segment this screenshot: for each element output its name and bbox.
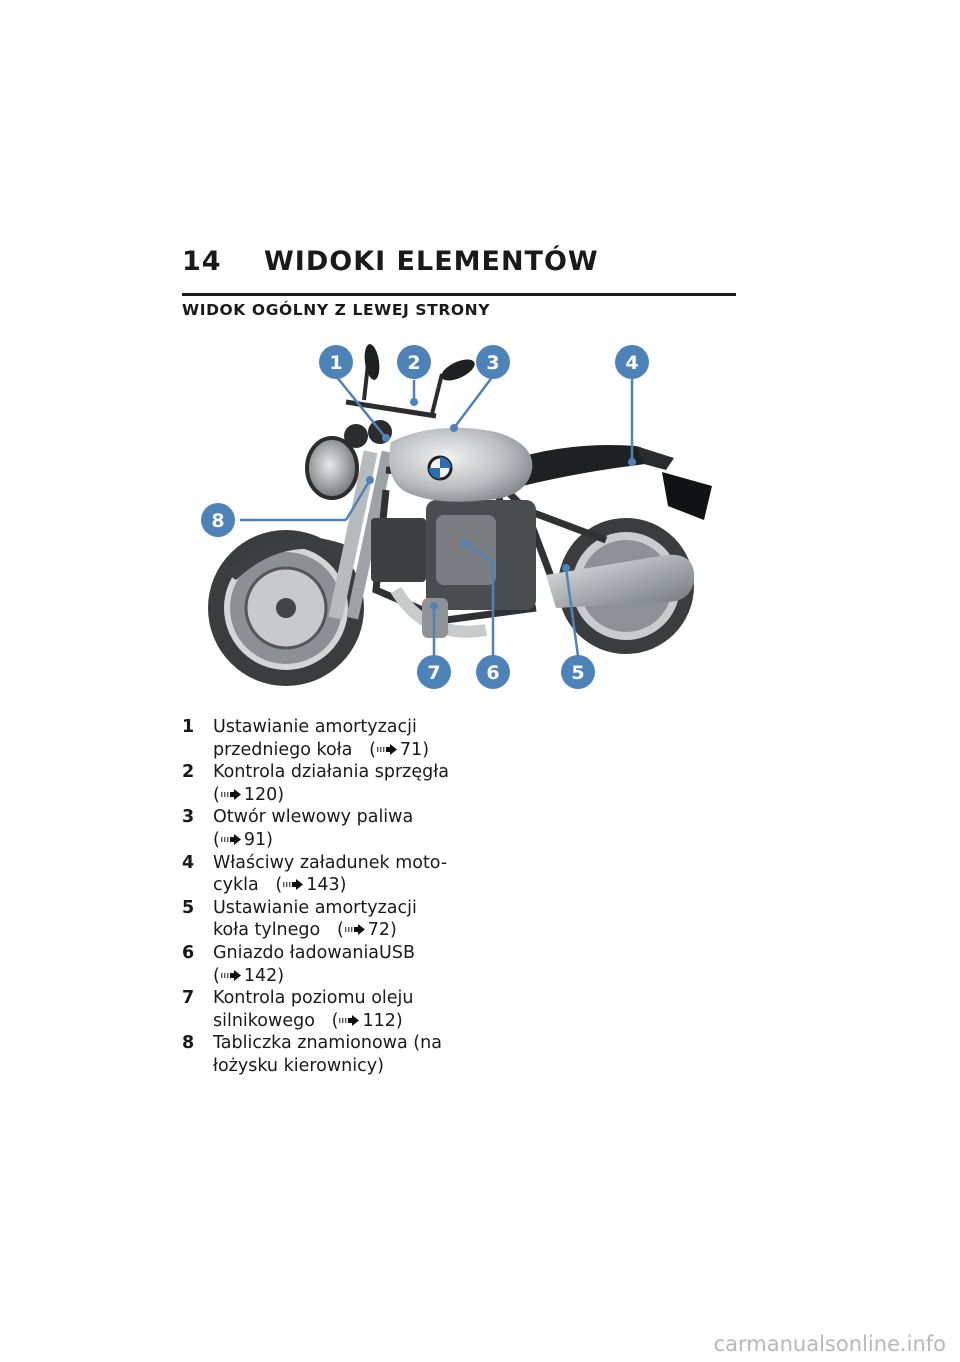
svg-text:8: 8 <box>211 510 224 532</box>
watermark: carmanualsonline.info <box>713 1332 946 1356</box>
callout-1: 1 <box>319 345 353 379</box>
legend-number: 7 <box>182 988 195 1009</box>
svg-text:4: 4 <box>625 352 638 374</box>
legend-text: Ustawianie amortyzacji <box>213 717 417 737</box>
legend-item-7: 7 Kontrola poziomu oleju silnikowego (11… <box>182 987 482 1032</box>
legend-number: 1 <box>182 717 195 737</box>
page-reference-arrow-icon <box>339 1014 360 1026</box>
chapter-title: WIDOKI ELEMENTÓW <box>264 246 599 277</box>
page-reference[interactable]: (112) <box>320 1010 403 1031</box>
left-mirror <box>364 344 380 380</box>
headlight <box>305 436 359 500</box>
svg-text:1: 1 <box>329 352 342 374</box>
legend-item-3: 3 Otwór wlewowy paliwa (91) <box>182 806 482 851</box>
legend-text: Otwór wlewowy paliwa <box>213 807 414 828</box>
svg-text:7: 7 <box>427 662 440 684</box>
legend-text: cykla <box>213 875 259 896</box>
legend-number: 4 <box>182 852 195 873</box>
legend-text: Ustawianie amortyzacji <box>213 897 417 918</box>
fuel-tank <box>389 427 533 502</box>
page-reference[interactable]: (72) <box>325 920 397 941</box>
right-mirror <box>441 359 475 381</box>
component-legend: 1 Ustawianie amortyzacji przedniego koła… <box>182 716 482 1078</box>
legend-text: silnikowego <box>213 1010 315 1031</box>
page-reference-number: 112) <box>362 1010 403 1031</box>
svg-text:6: 6 <box>486 662 499 684</box>
legend-text: łożysku kierownicy) <box>213 1055 384 1076</box>
legend-number: 3 <box>182 807 195 828</box>
callout-2: 2 <box>397 345 431 379</box>
legend-item-1: 1 Ustawianie amortyzacji przedniego koła… <box>182 716 482 761</box>
legend-item-2: 2 Kontrola działania sprzęgła (120) <box>182 761 482 806</box>
legend-item-4: 4 Właściwy załadunek moto- cykla (143) <box>182 852 482 897</box>
page-reference[interactable]: (71) <box>357 739 430 760</box>
page-reference-number: 142) <box>243 965 285 986</box>
license-plate <box>662 472 712 520</box>
motorcycle-illustration: 1 2 3 4 5 6 7 8 <box>201 344 712 689</box>
page-reference-number: 120) <box>243 784 285 805</box>
legend-text: Kontrola poziomu oleju <box>213 988 414 1009</box>
legend-text: Właściwy załadunek moto- <box>213 852 448 873</box>
callout-7: 7 <box>417 655 451 689</box>
page-reference[interactable]: (143) <box>264 875 347 896</box>
callout-5: 5 <box>561 655 595 689</box>
page-reference[interactable]: (120) <box>213 784 285 805</box>
callout-3: 3 <box>476 345 510 379</box>
page-reference-arrow-icon <box>344 924 365 936</box>
page-number: 14 <box>182 246 222 277</box>
page-reference-arrow-icon <box>220 969 241 981</box>
svg-text:2: 2 <box>407 352 420 374</box>
page-reference-number: 91) <box>243 829 273 850</box>
page-reference-number: 143) <box>306 875 347 896</box>
page-reference-number: 71) <box>399 739 430 760</box>
legend-text: Gniazdo ładowaniaUSB <box>213 942 415 963</box>
page-reference-number: 72) <box>367 920 397 941</box>
legend-number: 2 <box>182 762 195 783</box>
page-reference-arrow-icon <box>220 788 241 800</box>
section-title: WIDOK OGÓLNY Z LEWEJ STRONY <box>182 301 491 319</box>
legend-text: przedniego koła <box>213 739 353 760</box>
page-reference-arrow-icon <box>283 879 304 891</box>
callout-8: 8 <box>201 503 235 537</box>
legend-text: koła tylnego <box>213 920 321 941</box>
page-reference-arrow-icon <box>220 833 241 845</box>
legend-text: Tabliczka znamionowa (na <box>213 1033 442 1054</box>
legend-item-8: 8 Tabliczka znamionowa (na łożysku kiero… <box>182 1032 482 1077</box>
legend-text: Kontrola działania sprzęgła <box>213 762 449 783</box>
page-reference[interactable]: (91) <box>213 829 273 850</box>
header-rule <box>182 293 736 296</box>
legend-number: 5 <box>182 897 195 918</box>
legend-number: 6 <box>182 942 195 963</box>
svg-text:3: 3 <box>486 352 499 374</box>
page-reference[interactable]: (142) <box>213 965 285 986</box>
legend-item-6: 6 Gniazdo ładowaniaUSB (142) <box>182 942 482 987</box>
callout-4: 4 <box>615 345 649 379</box>
exhaust <box>546 554 695 608</box>
svg-text:5: 5 <box>571 662 584 684</box>
page-reference-arrow-icon <box>376 743 397 755</box>
legend-item-5: 5 Ustawianie amortyzacji koła tylnego (7… <box>182 897 482 942</box>
callout-6: 6 <box>476 655 510 689</box>
legend-number: 8 <box>182 1033 195 1054</box>
